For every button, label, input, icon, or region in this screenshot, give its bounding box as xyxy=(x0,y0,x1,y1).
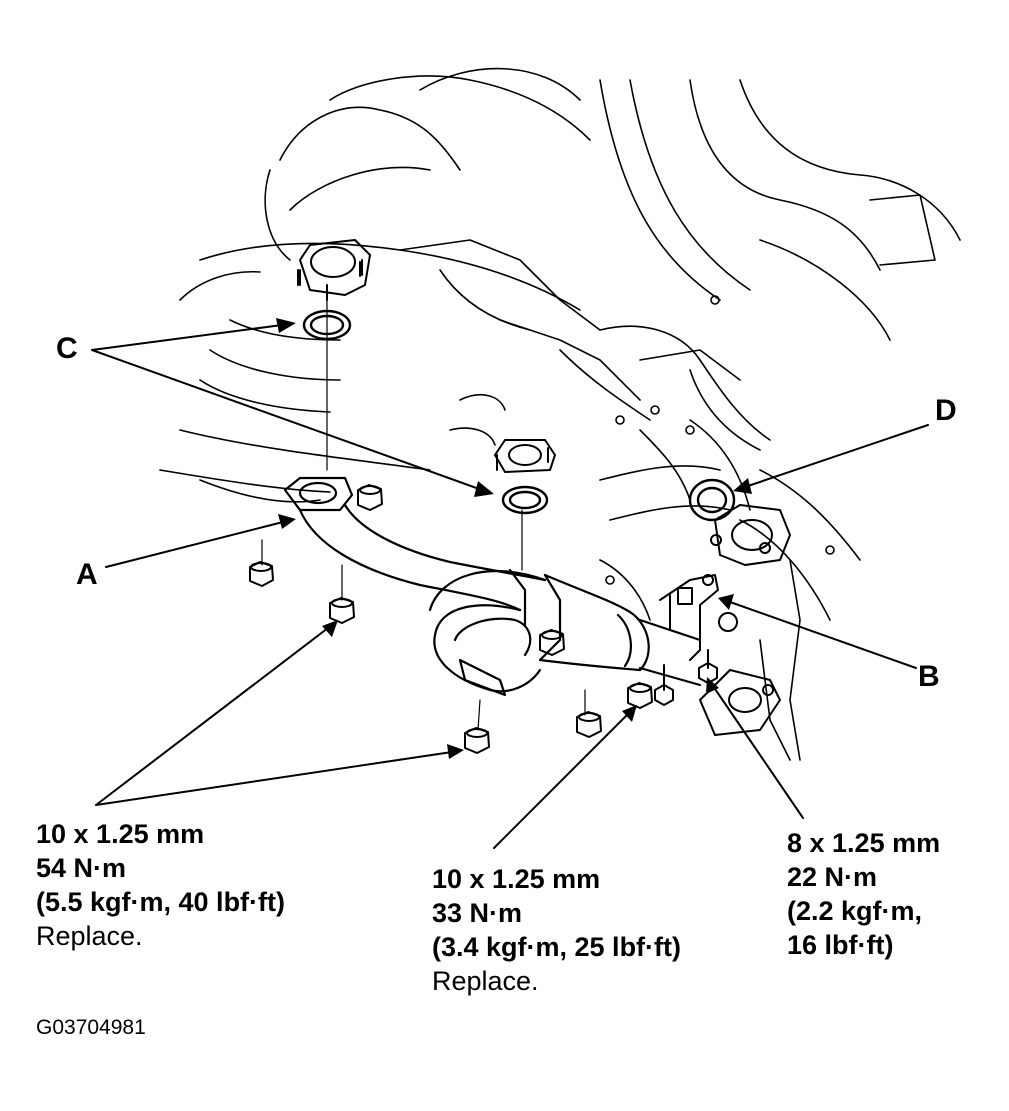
alignment-lines xyxy=(261,299,586,731)
torque-spec-right: 8 x 1.25 mm 22 N·m (2.2 kgf·m, 16 lbf·ft… xyxy=(787,826,940,962)
lower-manifold-flange xyxy=(494,439,556,473)
nut-flange-mid xyxy=(357,484,383,511)
bolt-b xyxy=(698,649,718,684)
spec-middle-torque: 33 N·m xyxy=(432,898,523,928)
nut-rear xyxy=(627,682,653,709)
upper-manifold-flange xyxy=(299,239,371,301)
nut-left-upper xyxy=(249,561,274,587)
arrowheads xyxy=(276,318,752,759)
spec-right-torque-alt-2: 16 lbf·ft) xyxy=(787,930,894,960)
bracket-b xyxy=(659,574,738,661)
spec-right-torque-alt-1: (2.2 kgf·m, xyxy=(787,896,923,926)
callout-d: D xyxy=(935,394,957,427)
leader-lines xyxy=(91,324,929,849)
spec-middle-torque-alt: (3.4 kgf·m, 25 lbf·ft) xyxy=(432,932,682,962)
stud-upper xyxy=(297,261,361,286)
spec-middle-note: Replace. xyxy=(432,966,539,996)
exhaust-pipe-a xyxy=(283,476,702,697)
nut-left-lower xyxy=(329,597,355,624)
spec-left-note: Replace. xyxy=(36,921,143,951)
bolt-rear-1 xyxy=(654,664,674,706)
spec-right-torque: 22 N·m xyxy=(787,862,878,892)
callout-b: B xyxy=(918,660,940,693)
nut-catalyst xyxy=(539,629,565,656)
spec-middle-size: 10 x 1.25 mm xyxy=(432,864,601,894)
gasket-c-lower xyxy=(501,485,549,515)
nut-bottom-left xyxy=(464,727,490,754)
engine-background-outline xyxy=(159,67,961,761)
spec-left-torque: 54 N·m xyxy=(36,853,127,883)
torque-spec-middle: 10 x 1.25 mm 33 N·m (3.4 kgf·m, 25 lbf·f… xyxy=(432,862,681,998)
rear-flange xyxy=(699,669,781,736)
fasteners xyxy=(249,261,718,754)
spec-left-size: 10 x 1.25 mm xyxy=(36,819,205,849)
gasket-d xyxy=(688,478,736,522)
nut-bottom-mid xyxy=(576,711,602,738)
callout-c: C xyxy=(56,332,78,365)
spec-right-size: 8 x 1.25 mm xyxy=(787,828,941,858)
figure-id: G03704981 xyxy=(36,1016,146,1039)
torque-spec-left: 10 x 1.25 mm 54 N·m (5.5 kgf·m, 40 lbf·f… xyxy=(36,817,285,953)
right-flange xyxy=(710,504,791,566)
spec-left-torque-alt: (5.5 kgf·m, 40 lbf·ft) xyxy=(36,887,286,917)
callout-a: A xyxy=(76,558,98,591)
